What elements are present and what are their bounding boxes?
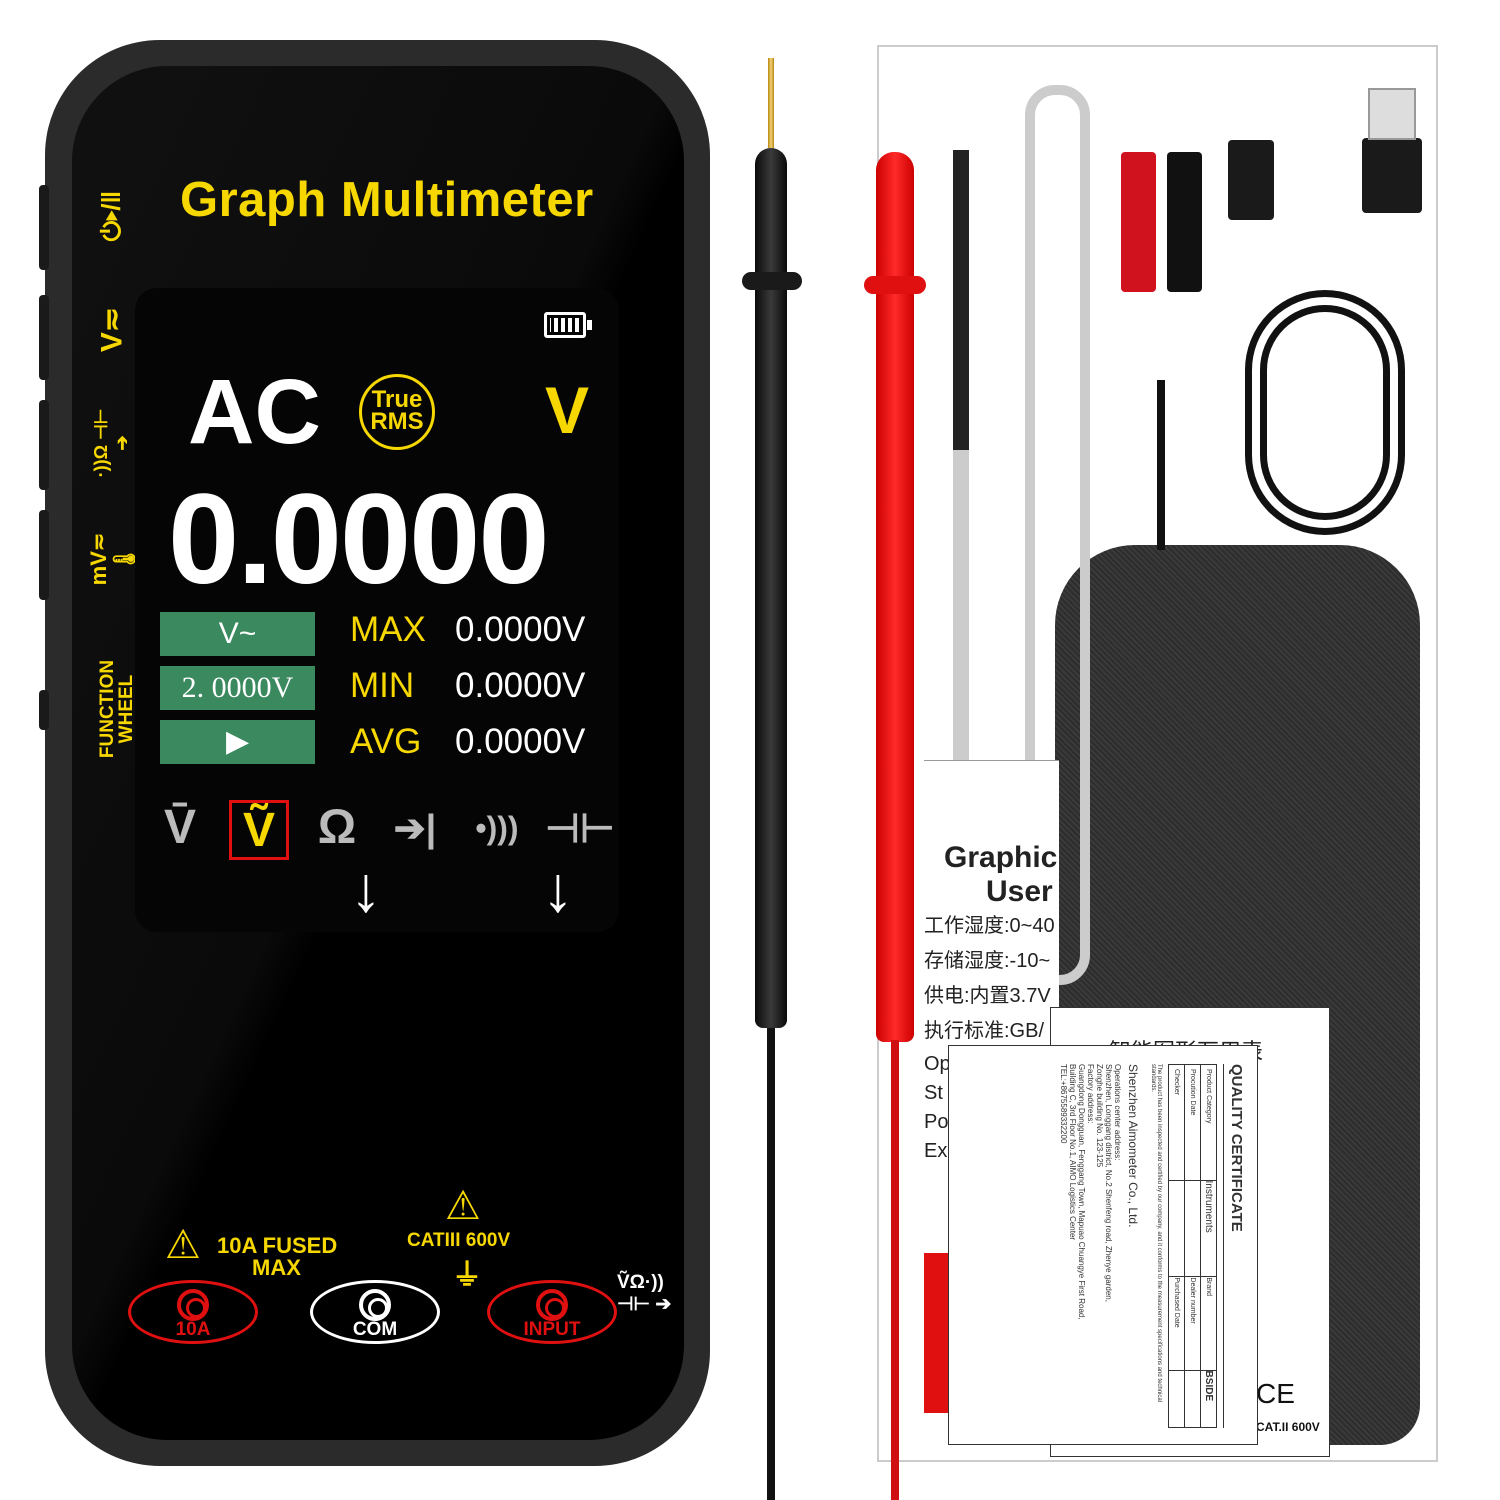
max-label: MAX bbox=[350, 610, 426, 649]
ac-volt-button[interactable]: V~ bbox=[160, 612, 315, 656]
certificate-title: QUALITY CERTIFICATE bbox=[1223, 1064, 1245, 1428]
device-title: Graph Multimeter bbox=[180, 173, 594, 227]
jack-com[interactable]: COM bbox=[310, 1280, 440, 1344]
function-wheel-label: FUNCTION WHEEL bbox=[97, 654, 137, 764]
cell: Brand bbox=[1200, 1276, 1217, 1371]
manual-line: 工作湿度:0~40 bbox=[924, 915, 1055, 937]
jack-com-label: COM bbox=[352, 1319, 398, 1340]
black-probe-guard bbox=[742, 272, 802, 290]
manual-line: 供电:内置3.7V bbox=[924, 985, 1051, 1007]
side-button-ohm[interactable] bbox=[39, 400, 49, 490]
wheel-label-line2: WHEEL bbox=[116, 674, 137, 744]
avg-value: 0.0000V bbox=[455, 722, 586, 761]
ac-volt-mode-icon[interactable]: Ṽ bbox=[229, 800, 289, 860]
manual-line: Ex bbox=[924, 1140, 948, 1162]
arrow-down-icon: ↓ bbox=[350, 853, 382, 925]
ohm-continuity-icon: ·))Ω ⊣⊢ ➔ bbox=[91, 408, 132, 478]
cell: Instruments bbox=[1200, 1180, 1217, 1277]
red-probe[interactable] bbox=[876, 152, 914, 1042]
cell: Purchased Date bbox=[1168, 1276, 1185, 1371]
black-probe-tip bbox=[768, 58, 774, 148]
manual-line: St bbox=[924, 1082, 943, 1104]
side-button-power[interactable] bbox=[39, 185, 49, 270]
play-button[interactable]: ▶ bbox=[160, 720, 315, 764]
thermocouple-wire bbox=[1157, 380, 1165, 550]
min-label: MIN bbox=[350, 666, 415, 705]
diode-mode-icon[interactable]: ➔| bbox=[393, 808, 437, 850]
max-value: 0.0000V bbox=[455, 610, 586, 649]
cell: BSIDE bbox=[1200, 1370, 1217, 1428]
red-banana-plug bbox=[1121, 152, 1156, 292]
warning-icon: ⚠ bbox=[445, 1184, 481, 1228]
main-reading: 0.0000 bbox=[168, 468, 549, 611]
badge-line1: True bbox=[371, 386, 423, 413]
cell: Dealer number bbox=[1184, 1276, 1201, 1371]
manual-title: Graphic bbox=[944, 841, 1058, 874]
jack-10a[interactable]: 10A bbox=[128, 1280, 258, 1344]
address-line: Building C, 3rd Floor No.1, AIMO Logisti… bbox=[1068, 1064, 1077, 1241]
cell: Checker bbox=[1168, 1064, 1185, 1180]
unit-label: V bbox=[545, 373, 590, 447]
min-value: 0.0000V bbox=[455, 666, 586, 705]
power-hold-icon: ⏻▸/‖ bbox=[96, 190, 126, 242]
capacitor-mode-icon[interactable]: ⊣⊢ bbox=[545, 807, 615, 851]
usb-cable-coil bbox=[1245, 290, 1405, 535]
dc-volt-mode-icon[interactable]: V̄ bbox=[163, 801, 196, 854]
range-button[interactable]: 2. 0000V bbox=[160, 666, 315, 710]
continuity-mode-icon[interactable]: •))) bbox=[475, 810, 519, 846]
jack-10a-label: 10A bbox=[175, 1319, 211, 1340]
function-wheel[interactable] bbox=[39, 690, 49, 730]
temperature-probe bbox=[953, 150, 969, 950]
arrow-down-icon: ↓ bbox=[542, 853, 574, 925]
usb-a-plug bbox=[1368, 88, 1416, 140]
micro-usb-connector bbox=[1228, 140, 1274, 220]
ground-icon: ⏚ bbox=[452, 1259, 482, 1292]
mode-label: AC bbox=[188, 361, 321, 463]
red-probe-cable bbox=[891, 1040, 899, 1500]
address-line: Shenzhen, Longgang district, No.2 Shenfe… bbox=[1104, 1064, 1113, 1302]
side-button-volt[interactable] bbox=[39, 295, 49, 380]
input-functions-line1: ṼΩ·)) bbox=[617, 1272, 664, 1293]
black-banana-plug bbox=[1167, 152, 1202, 292]
badge-line2: RMS bbox=[370, 408, 424, 435]
manual-line: 存储湿度:-10~ bbox=[924, 950, 1051, 972]
warning-icon: ⚠ bbox=[165, 1223, 201, 1267]
manual-line: 执行标准:GB/ bbox=[924, 1020, 1045, 1042]
volt-icon: V≂ bbox=[95, 306, 129, 353]
ohm-mode-icon[interactable]: Ω bbox=[317, 801, 357, 854]
usb-a-connector bbox=[1362, 138, 1422, 213]
wheel-label-line1: FUNCTION bbox=[97, 659, 118, 759]
cell: Procution Date bbox=[1184, 1064, 1201, 1180]
product-card-rating: CAT.II 600V bbox=[1256, 1420, 1320, 1434]
battery-icon bbox=[544, 312, 586, 338]
address-line: Operations center address: bbox=[1113, 1064, 1122, 1161]
manual-subtitle: User bbox=[986, 875, 1053, 908]
jack-input[interactable]: INPUT bbox=[487, 1280, 617, 1344]
jack-input-label: INPUT bbox=[523, 1319, 581, 1340]
address-line: Factory address: bbox=[1086, 1064, 1095, 1124]
address-line: Guangdong Dongguan, Fenggang Town, Mapua… bbox=[1077, 1064, 1086, 1320]
red-probe-guard bbox=[864, 276, 926, 294]
ce-mark: CE bbox=[1256, 1378, 1295, 1409]
cell: Product Category bbox=[1200, 1064, 1217, 1180]
input-functions-label: ṼΩ·))⊣⊢ ➔ bbox=[617, 1272, 671, 1316]
manual-line: Po bbox=[924, 1111, 949, 1133]
company-name: Shenzhen Aimometer Co., Ltd. bbox=[1126, 1064, 1140, 1228]
black-probe-cable bbox=[767, 1028, 775, 1500]
address-line: TEL:+8675589332200 bbox=[1059, 1064, 1068, 1144]
fused-label: 10A FUSED bbox=[217, 1233, 338, 1258]
avg-label: AVG bbox=[350, 722, 422, 761]
mv-temperature-icon: mV≂ 🌡 bbox=[86, 532, 137, 586]
address-line: Zonghe building No. 123-125 bbox=[1095, 1064, 1104, 1168]
max-warning-label: MAX bbox=[252, 1255, 301, 1280]
battery-tip bbox=[587, 320, 592, 330]
cat-rating-label: CATIII 600V bbox=[407, 1230, 511, 1251]
black-probe[interactable] bbox=[755, 148, 787, 1028]
input-functions-line2: ⊣⊢ ➔ bbox=[617, 1294, 672, 1315]
side-button-mv[interactable] bbox=[39, 510, 49, 600]
certificate-statement: The product has been inspected and certi… bbox=[1150, 1064, 1162, 1403]
